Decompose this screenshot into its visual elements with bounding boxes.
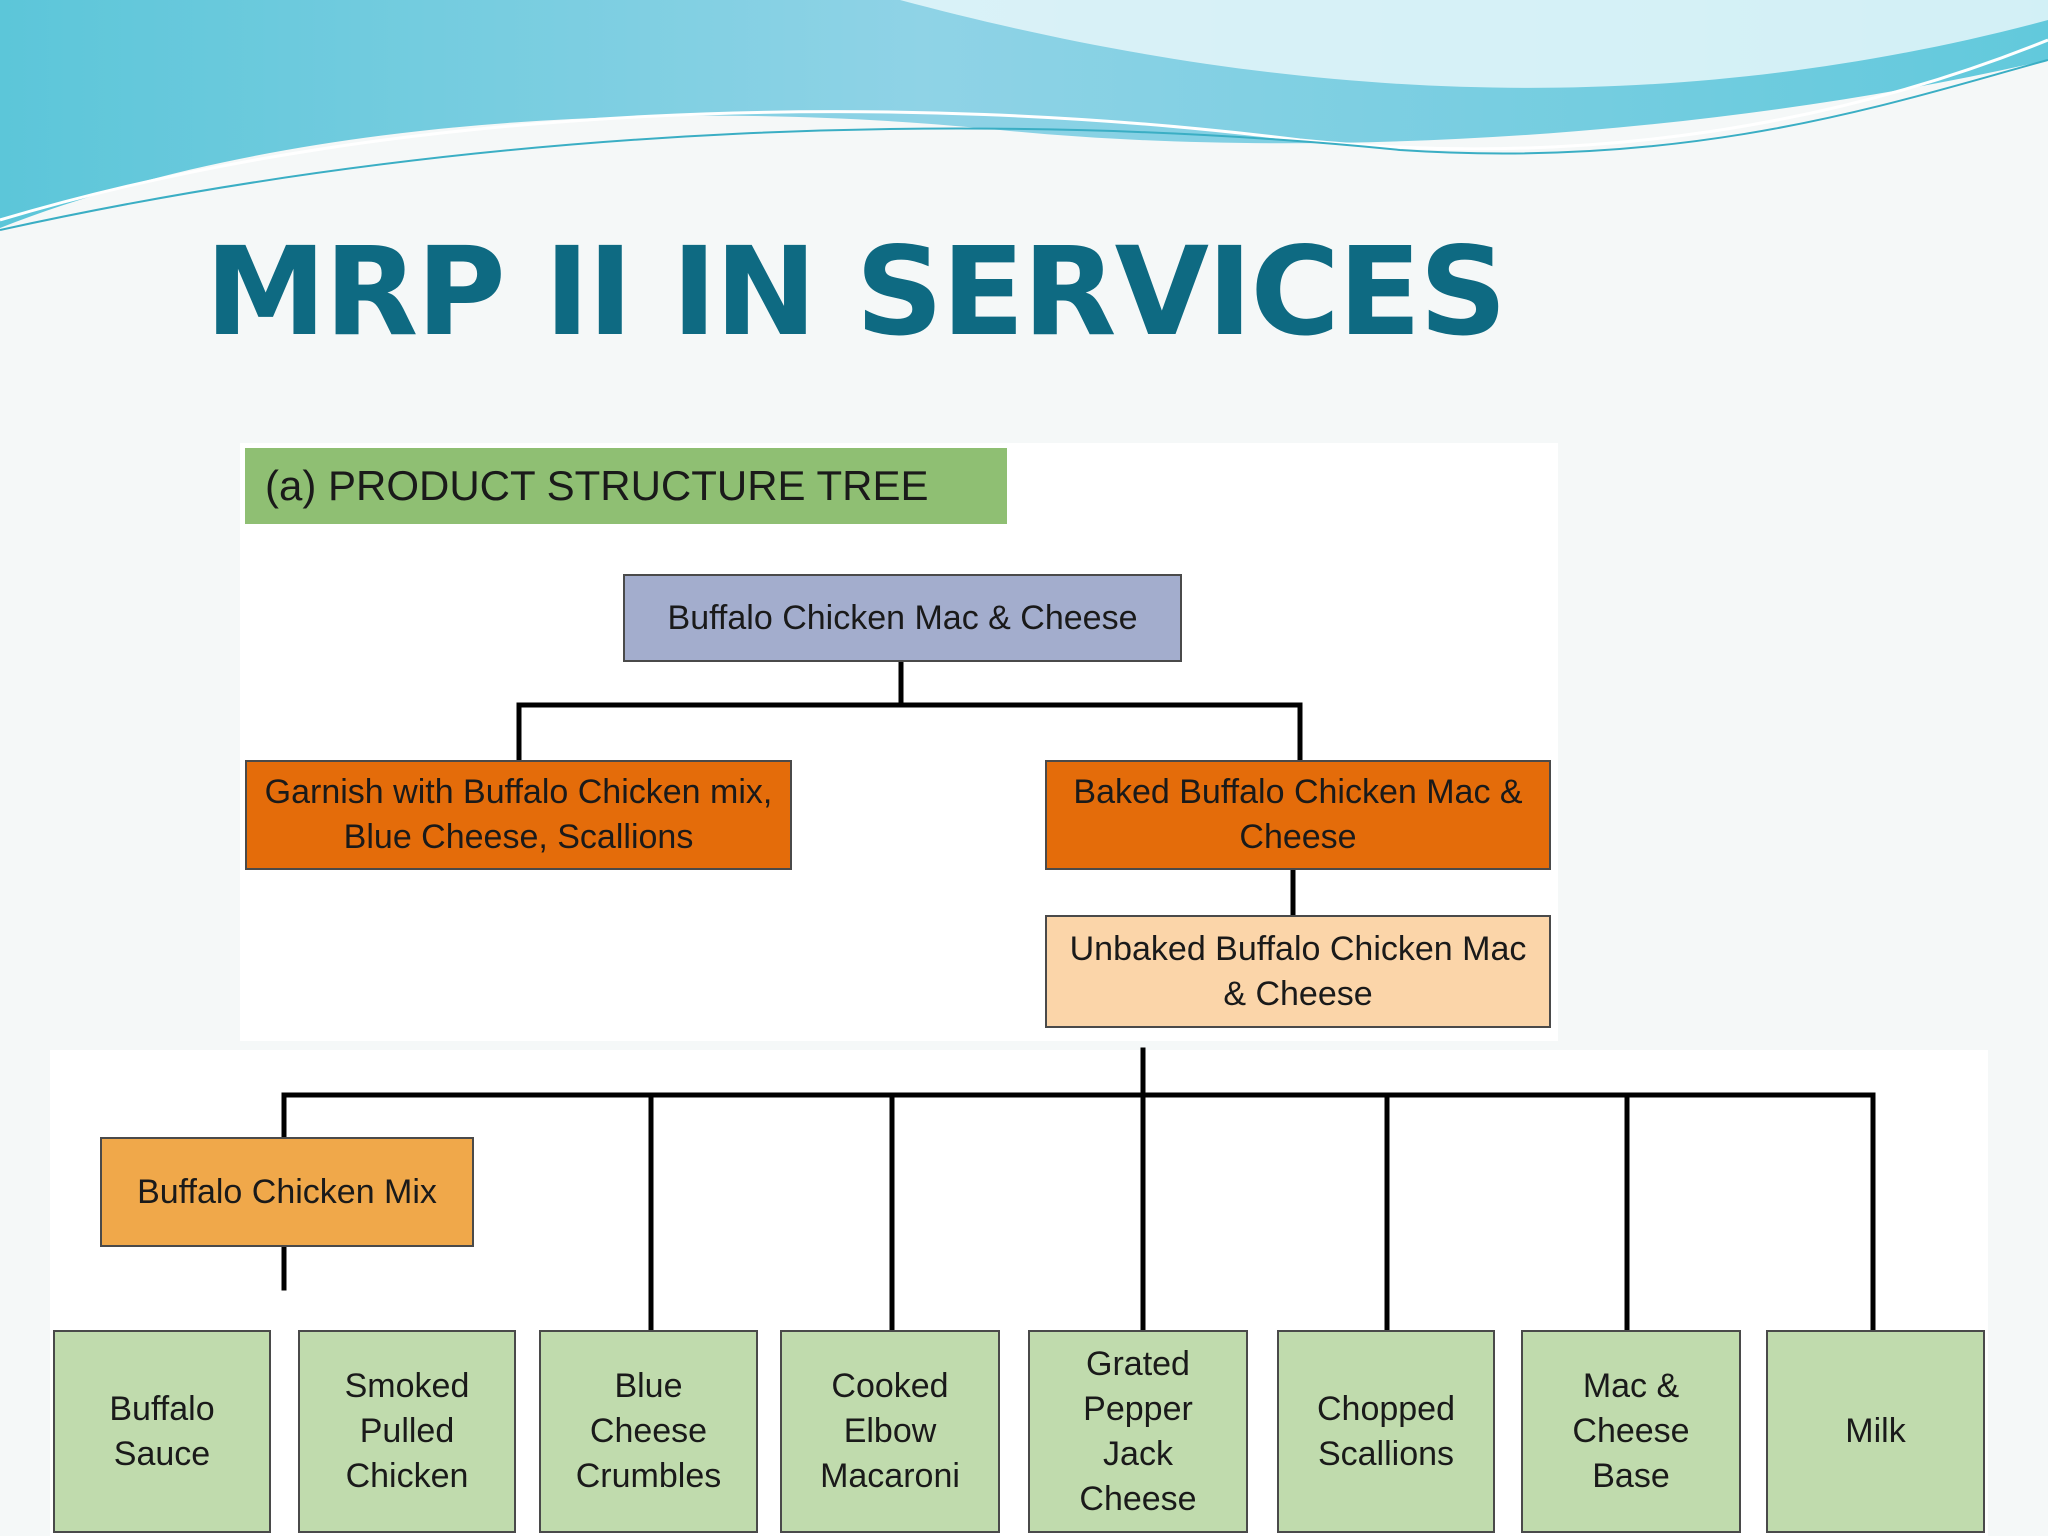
node-buffalo-chicken-mac-cheese: Buffalo Chicken Mac & Cheese	[623, 574, 1182, 662]
leaf-cooked-elbow-macaroni: Cooked Elbow Macaroni	[780, 1330, 1000, 1533]
node-garnish: Garnish with Buffalo Chicken mix, Blue C…	[245, 760, 792, 870]
leaf-buffalo-sauce: Buffalo Sauce	[53, 1330, 271, 1533]
leaf-blue-cheese-crumbles: Blue Cheese Crumbles	[539, 1330, 758, 1533]
slide-title: MRP II IN SERVICES	[205, 221, 1507, 363]
leaf-chopped-scallions: Chopped Scallions	[1277, 1330, 1495, 1533]
header-wave-decoration	[0, 0, 2048, 231]
node-baked: Baked Buffalo Chicken Mac & Cheese	[1045, 760, 1551, 870]
product-structure-tree-label: (a) PRODUCT STRUCTURE TREE	[245, 448, 1007, 524]
leaf-mac-cheese-base: Mac & Cheese Base	[1521, 1330, 1741, 1533]
leaf-milk: Milk	[1766, 1330, 1985, 1533]
leaf-smoked-pulled-chicken: Smoked Pulled Chicken	[298, 1330, 516, 1533]
node-unbaked: Unbaked Buffalo Chicken Mac & Cheese	[1045, 915, 1551, 1028]
leaf-grated-pepper-jack-cheese: Grated Pepper Jack Cheese	[1028, 1330, 1248, 1533]
node-buffalo-chicken-mix: Buffalo Chicken Mix	[100, 1137, 474, 1247]
